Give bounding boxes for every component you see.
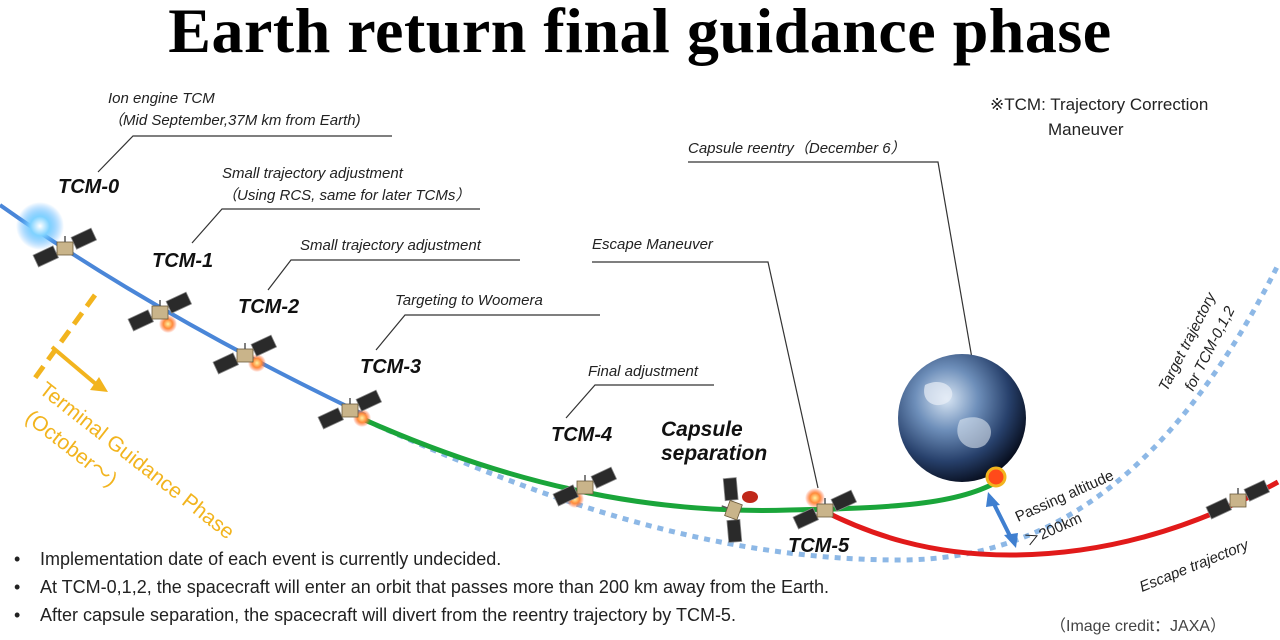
capsule-separation-line2: separation bbox=[661, 442, 767, 466]
bullet-dot: • bbox=[14, 601, 40, 629]
tcm-1-desc-line2: （Using RCS, same for later TCMs） bbox=[222, 185, 470, 207]
capsule-separation-label: Capsule separation bbox=[661, 418, 767, 466]
bullet-dot: • bbox=[14, 573, 40, 601]
earth-globe bbox=[898, 354, 1026, 482]
note-line1: ※TCM: Trajectory Correction bbox=[990, 95, 1208, 114]
image-credit: （Image credit：JAXA） bbox=[1050, 612, 1226, 636]
terminal-phase-label: Terminal Guidance Phase bbox=[35, 378, 239, 544]
tcm-0-label: TCM-0 bbox=[58, 176, 119, 199]
list-item: •After capsule separation, the spacecraf… bbox=[14, 601, 829, 629]
reentry-point-marker bbox=[987, 468, 1005, 486]
spacecraft-icon bbox=[128, 292, 191, 333]
tcm-0-desc-line1: Ion engine TCM bbox=[108, 88, 361, 110]
tcm-0-desc-line2: （Mid September,37M km from Earth) bbox=[108, 110, 361, 132]
diagram-title: Earth return final guidance phase bbox=[0, 0, 1280, 68]
note-line2: Maneuver bbox=[990, 117, 1208, 142]
tcm-4-label: TCM-4 bbox=[551, 424, 612, 447]
terminal-phase-bracket bbox=[35, 295, 95, 378]
capsule-separation-line1: Capsule bbox=[661, 418, 767, 442]
tcm-5-description: Escape Maneuver bbox=[592, 234, 713, 256]
capsule-icon bbox=[742, 491, 758, 503]
tcm-2-label: TCM-2 bbox=[238, 296, 299, 319]
bullet-text: After capsule separation, the spacecraft… bbox=[40, 605, 736, 625]
tcm-1-description: Small trajectory adjustment （Using RCS, … bbox=[222, 163, 470, 207]
list-item: •At TCM-0,1,2, the spacecraft will enter… bbox=[14, 573, 829, 601]
tcm-3-description: Targeting to Woomera bbox=[395, 290, 543, 312]
tcm-4-description: Final adjustment bbox=[588, 361, 698, 383]
spacecraft-icon bbox=[1206, 480, 1269, 519]
list-item: •Implementation date of each event is cu… bbox=[14, 545, 829, 573]
terminal-phase-arrow bbox=[52, 347, 97, 385]
passing-altitude-arrow bbox=[992, 500, 1012, 540]
bullet-text: At TCM-0,1,2, the spacecraft will enter … bbox=[40, 577, 829, 597]
tcm-0-description: Ion engine TCM （Mid September,37M km fro… bbox=[108, 88, 361, 132]
tcm-3-label: TCM-3 bbox=[360, 356, 421, 379]
capsule-reentry-label: Capsule reentry（December 6） bbox=[688, 138, 906, 160]
tcm-definition-note: ※TCM: Trajectory Correction Maneuver bbox=[990, 92, 1208, 142]
tcm-2-description: Small trajectory adjustment bbox=[300, 235, 481, 257]
tcm-1-label: TCM-1 bbox=[152, 250, 213, 273]
notes-list: •Implementation date of each event is cu… bbox=[14, 545, 829, 629]
escape-trajectory-line bbox=[818, 482, 1278, 555]
bullet-text: Implementation date of each event is cur… bbox=[40, 549, 501, 569]
bullet-dot: • bbox=[14, 545, 40, 573]
tcm-1-desc-line1: Small trajectory adjustment bbox=[222, 163, 470, 185]
escape-trajectory-label: Escape trajectory bbox=[1137, 536, 1252, 596]
